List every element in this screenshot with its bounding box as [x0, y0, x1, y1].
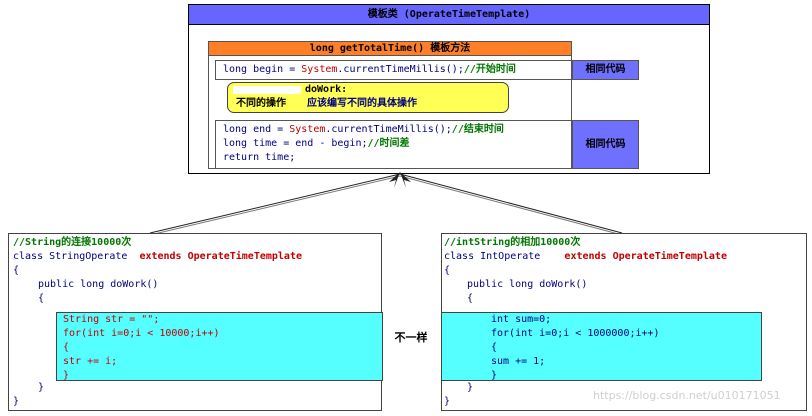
- string-code-line-4: str += i;: [63, 356, 118, 367]
- string-class-comment: //String的连接10000次: [13, 237, 132, 248]
- begin-code-box: [215, 60, 572, 80]
- int-varying-code-box: [441, 312, 762, 381]
- string-method-decl: public long doWork(): [38, 279, 159, 290]
- same-code-label-top: 相同代码: [572, 60, 639, 80]
- string-code-line-1: String str = "";: [63, 314, 160, 325]
- string-code-line-3: {: [63, 342, 70, 353]
- dowork-name: doWork:: [305, 84, 348, 95]
- dowork-white-patch: [233, 86, 301, 94]
- difference-label: 不一样: [394, 331, 428, 344]
- template-title-bar: [189, 5, 709, 25]
- int-class-open: {: [444, 265, 451, 276]
- end-code-box: [215, 120, 572, 169]
- int-code-line-5: }: [491, 370, 498, 381]
- string-class-close: }: [13, 396, 20, 407]
- string-varying-code-box: [56, 312, 383, 381]
- string-method-open: {: [38, 293, 45, 304]
- dowork-description: 应该编写不同的具体操作: [307, 98, 417, 109]
- int-code-line-3: {: [491, 342, 498, 353]
- arrow-line-left-shadow: [149, 175, 401, 236]
- int-code-line-2: for(int i=0;i < 1000000;i++): [491, 328, 660, 339]
- int-class-close: }: [444, 396, 451, 407]
- same-code-label-bottom: 相同代码: [572, 120, 639, 169]
- dowork-label: 不同的操作: [236, 98, 286, 109]
- arrow-line-left: [149, 173, 401, 234]
- template-method-title-bar: [209, 42, 571, 56]
- int-code-line-4: sum += 1;: [491, 356, 546, 367]
- string-code-line-5: }: [63, 370, 70, 381]
- arrow-line-right: [399, 173, 623, 234]
- template-method-title: long getTotalTime() 模板方法: [309, 43, 471, 54]
- string-method-close: }: [38, 382, 45, 393]
- watermark: https://blog.csdn.net/u010171051: [593, 389, 781, 402]
- return-line: return time;: [223, 152, 296, 163]
- arrow-head-left: [389, 172, 400, 188]
- string-class-decl: class StringOperate extends OperateTimeT…: [13, 251, 302, 262]
- time-line: long time = end - begin;//时间差: [223, 138, 410, 149]
- int-class-comment: //intString的相加10000次: [444, 237, 581, 248]
- int-method-open: {: [467, 293, 474, 304]
- int-method-close: }: [467, 382, 474, 393]
- arrow-line-right-shadow: [399, 175, 623, 236]
- int-method-decl: public long doWork(): [467, 279, 588, 290]
- end-line: long end = System.currentTimeMillis();//…: [223, 124, 504, 135]
- template-title: 模板类 (OperateTimeTemplate): [367, 9, 531, 20]
- arrow-head-right: [400, 172, 411, 188]
- string-class-open: {: [13, 265, 20, 276]
- int-code-line-1: int sum=0;: [491, 314, 552, 325]
- int-class-decl: class IntOperate extends OperateTimeTemp…: [444, 251, 727, 262]
- string-code-line-2: for(int i=0;i < 10000;i++): [63, 328, 220, 339]
- begin-line: long begin = System.currentTimeMillis();…: [223, 64, 516, 75]
